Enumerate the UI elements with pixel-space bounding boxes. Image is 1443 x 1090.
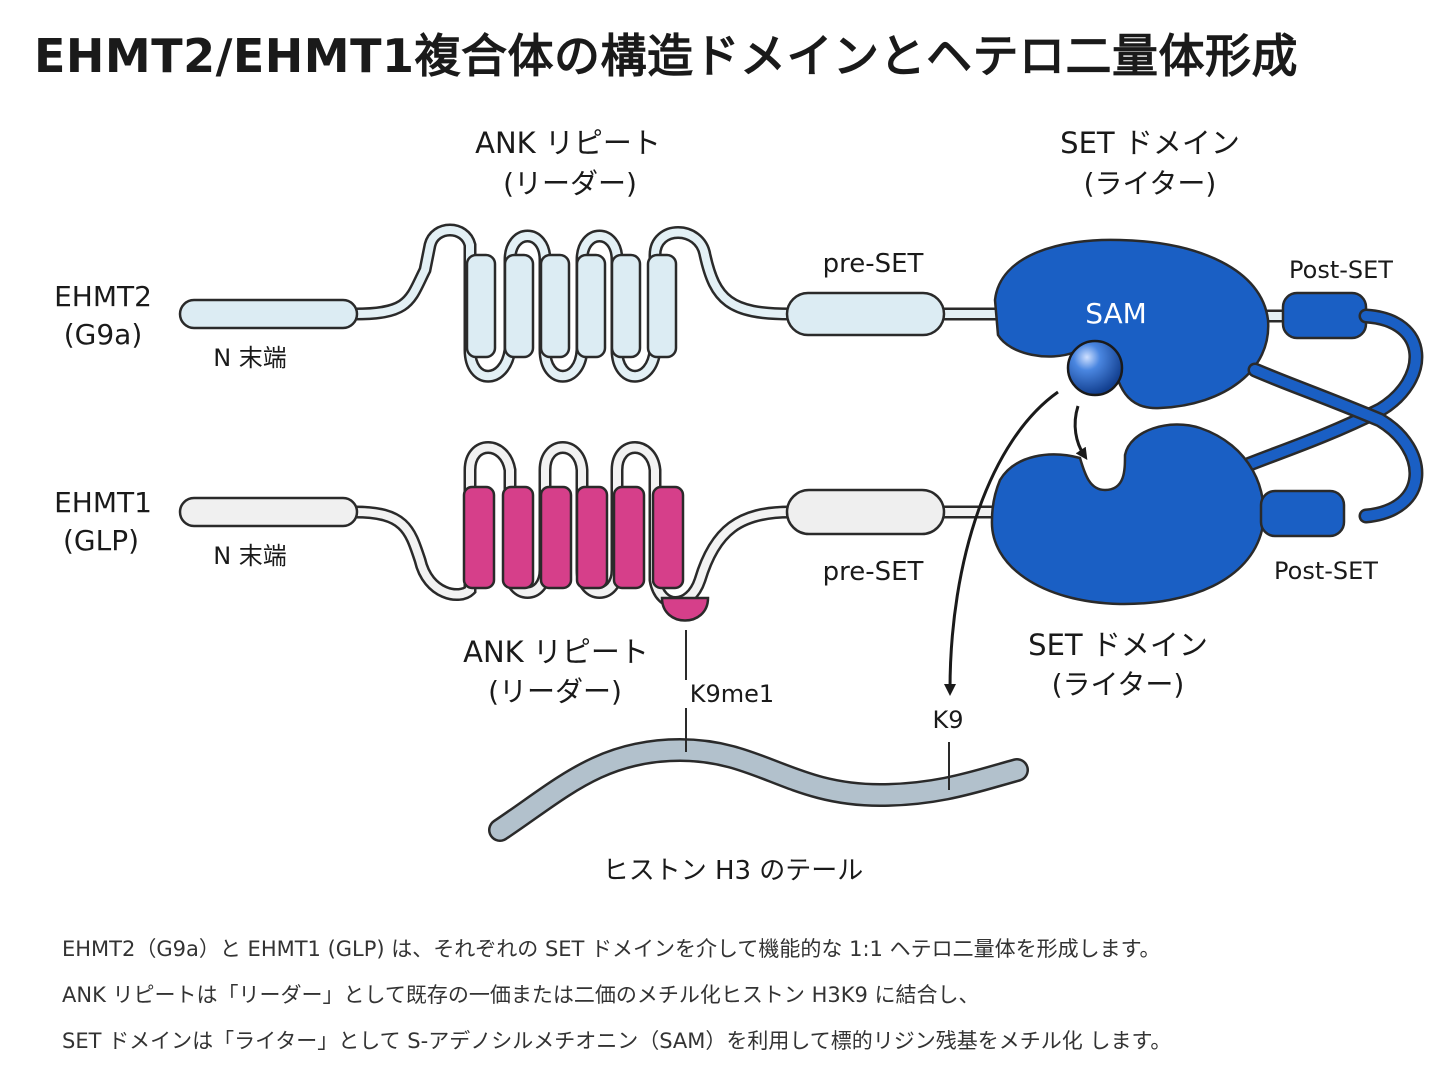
ehmt1-ank-label-line2: (リーダー) [488, 675, 622, 708]
caption-line-3: SET ドメインは「ライター」として S-アデノシルメチオニン（SAM）を利用し… [62, 1029, 1172, 1053]
ehmt2-post-set-bar [1281, 291, 1368, 340]
ehmt1-set-label-line1: SET ドメイン [1028, 628, 1208, 662]
caption-line-2: ANK リピートは「リーダー」として既存の一価または二価のメチル化ヒストン H3… [62, 983, 980, 1007]
ehmt1-name-line2: (GLP) [63, 524, 139, 557]
caption-line-1: EHMT2（G9a）と EHMT1 (GLP) は、それぞれの SET ドメイン… [62, 937, 1161, 961]
ehmt2-chain [178, 223, 1368, 410]
ehmt2-n-term-bar [178, 298, 359, 330]
ehmt2-name-line1: EHMT2 [54, 280, 152, 313]
sam-to-k9-arrow [944, 390, 1059, 696]
k9-label: K9 [932, 706, 963, 734]
dimer-cross-links [1227, 308, 1424, 524]
ehmt1-ank-label-line1: ANK リピート [463, 635, 649, 669]
ehmt1-set-domain [990, 423, 1265, 606]
ehmt1-n-term-bar [178, 496, 359, 528]
ehmt2-n-term-label: N 末端 [213, 344, 287, 372]
ehmt2-ank-label-line1: ANK リピート [475, 126, 661, 160]
sam-to-pocket-arrow [1073, 405, 1088, 460]
histone-h3-tail [488, 708, 1029, 842]
ehmt2-set-label-line1: SET ドメイン [1060, 126, 1240, 160]
ehmt1-n-term-label: N 末端 [213, 542, 287, 570]
ehmt2-ank-label-line2: (リーダー) [503, 167, 637, 200]
ehmt2-post-set-label: Post-SET [1289, 256, 1393, 284]
ehmt1-ank-repeats [462, 485, 685, 590]
ehmt1-name-line1: EHMT1 [54, 486, 152, 519]
histone-label: ヒストン H3 のテール [603, 856, 864, 886]
ehmt1-pre-set-label: pre-SET [823, 557, 924, 587]
ehmt2-set-label-line2: (ライター) [1084, 167, 1217, 200]
page-title: EHMT2/EHMT1複合体の構造ドメインとヘテロ二量体形成 [34, 29, 1298, 83]
ehmt2-pre-set-bar [785, 291, 946, 337]
ehmt1-set-label-line2: (ライター) [1052, 668, 1185, 701]
ehmt1-pre-set-bar [785, 488, 946, 536]
sam-label: SAM [1085, 297, 1147, 330]
ehmt1-reader-pocket [660, 596, 710, 622]
ehmt1-post-set-label: Post-SET [1274, 557, 1378, 585]
sam-sphere [1066, 339, 1124, 397]
ehmt1-post-set-bar [1259, 489, 1346, 538]
methyl-transfer-arrows [944, 390, 1088, 696]
ehmt2-pre-set-label: pre-SET [823, 249, 924, 279]
k9me1-label: K9me1 [690, 680, 774, 708]
ehmt2-name-line2: (G9a) [64, 318, 143, 351]
ehmt1-chain [178, 423, 1346, 680]
ehmt2-ank-repeats [465, 253, 678, 359]
figure-caption: EHMT2（G9a）と EHMT1 (GLP) は、それぞれの SET ドメイン… [62, 926, 1171, 1064]
